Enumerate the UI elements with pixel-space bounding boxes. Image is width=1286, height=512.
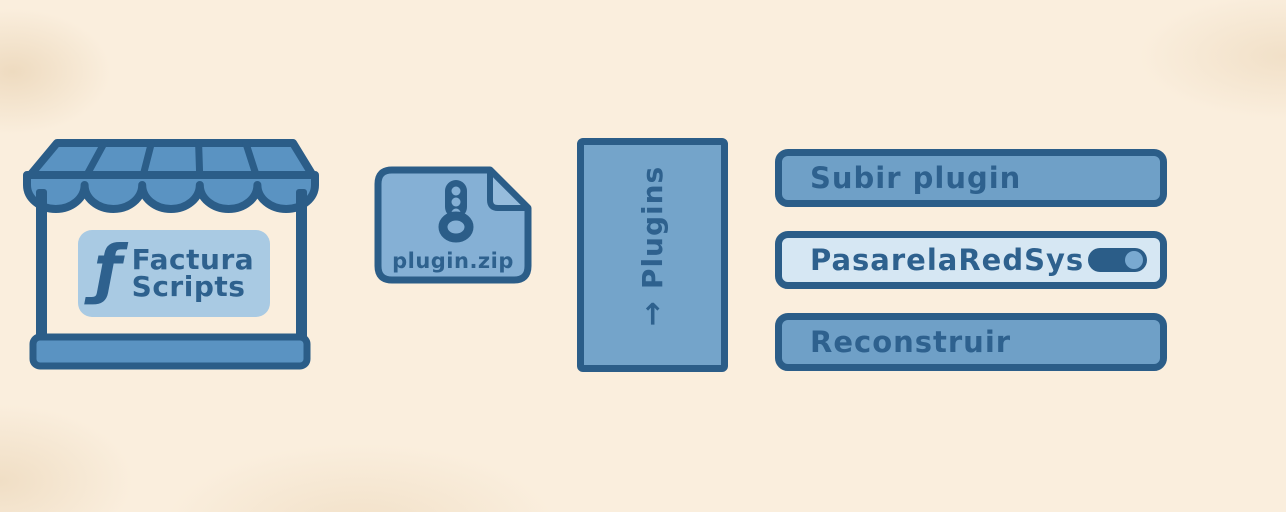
store-base-bar [29, 333, 311, 370]
plugins-menu-panel[interactable]: → Plugins [577, 138, 728, 372]
toggle-knob [1125, 251, 1143, 269]
reconstruir-button[interactable]: Reconstruir [775, 313, 1167, 371]
facturascripts-wordmark: Factura Scripts [131, 242, 255, 303]
up-arrow-icon: → [634, 301, 670, 327]
plugins-label: Plugins [635, 165, 669, 290]
subir-plugin-button[interactable]: Subir plugin [775, 149, 1167, 207]
awning-scallops [23, 171, 319, 213]
plugin-enable-toggle[interactable] [1088, 248, 1147, 272]
store-left-post [36, 189, 47, 359]
reconstruir-label: Reconstruir [810, 325, 1012, 359]
pasarelaredsys-label: PasarelaRedSys [810, 243, 1085, 277]
facturascripts-logo-card: ƒ Factura Scripts [78, 230, 270, 317]
plugin-zip-file: plugin.zip [374, 166, 532, 284]
zipper-icon [438, 180, 474, 243]
plugins-panel-content: → Plugins [634, 165, 670, 327]
logo-line-2: Scripts [131, 269, 246, 303]
file-fold-corner [487, 167, 531, 211]
facturascripts-f-icon: ƒ [93, 232, 122, 307]
file-label: plugin.zip [392, 249, 514, 273]
store-right-post [296, 189, 307, 359]
logo-line-1: Factura [131, 242, 255, 276]
actions-column: Subir plugin PasarelaRedSys Reconstruir [775, 149, 1167, 395]
facturascripts-store: ƒ Factura Scripts [15, 135, 325, 375]
storefront-icon [23, 139, 319, 370]
pasarelaredsys-row[interactable]: PasarelaRedSys [775, 231, 1167, 289]
subir-plugin-label: Subir plugin [810, 161, 1022, 195]
